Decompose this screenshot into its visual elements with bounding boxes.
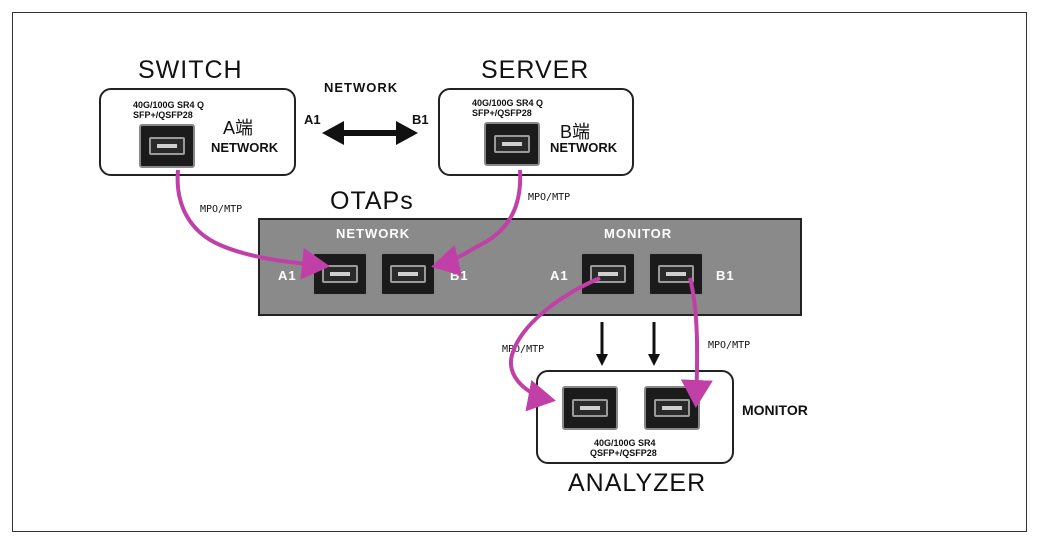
server-port-label: B端 (560, 122, 591, 142)
switch-spec-line2: SFP+/QSFP28 (133, 110, 193, 120)
otaps-title: OTAPs (330, 187, 414, 215)
cable-label-right-bottom: MPO/MTP (708, 340, 751, 351)
analyzer-port-a (562, 386, 618, 430)
diagram-frame (12, 12, 1027, 532)
link-right-end: B1 (412, 112, 429, 127)
switch-spec-line1: 40G/100G SR4 Q (133, 100, 205, 110)
switch-port-label: A端 (223, 118, 254, 138)
switch-role: NETWORK (211, 140, 279, 155)
otap-monitor-section: MONITOR (604, 226, 673, 241)
fiber-server-to-otap-b1 (431, 169, 523, 277)
switch-device: 40G/100G SR4 Q SFP+/QSFP28 A端 NETWORK (99, 88, 296, 176)
fiber-mon-b1-to-analyzer (680, 277, 713, 408)
down-arrow-right (648, 322, 660, 366)
analyzer-side-label: MONITOR (742, 402, 808, 418)
otap-network-section: NETWORK (336, 226, 411, 241)
cable-label-left-bottom: MPO/MTP (502, 344, 545, 355)
otap-mon-a-label: A1 (550, 268, 569, 283)
analyzer-spec-line2: QSFP+/QSFP28 (590, 448, 657, 458)
server-spec-line2: SFP+/QSFP28 (472, 108, 532, 118)
server-role: NETWORK (550, 140, 618, 155)
fiber-switch-to-otap-a1 (175, 169, 330, 280)
otap-net-b-port (380, 252, 436, 296)
down-arrow-left (596, 322, 608, 366)
switch-port (139, 124, 195, 168)
link-left-end: A1 (304, 112, 321, 127)
switch-title: SWITCH (138, 56, 243, 84)
cable-label-right-top: MPO/MTP (528, 192, 571, 203)
analyzer-title: ANALYZER (568, 469, 707, 497)
otap-net-a-label: A1 (278, 268, 297, 283)
analyzer-spec-line1: 40G/100G SR4 (594, 438, 656, 448)
otap-device: NETWORK MONITOR A1 B1 A1 B1 (258, 218, 802, 316)
server-port (484, 122, 540, 166)
otap-mon-b-label: B1 (716, 268, 735, 283)
fiber-mon-a1-to-analyzer (508, 276, 601, 412)
otap-mon-b-port (648, 252, 704, 296)
server-spec-line1: 40G/100G SR4 Q (472, 98, 544, 108)
network-double-arrow (322, 121, 418, 145)
link-label: NETWORK (324, 80, 399, 95)
server-title: SERVER (481, 56, 590, 84)
server-device: 40G/100G SR4 Q SFP+/QSFP28 B端 NETWORK (438, 88, 634, 176)
cable-label-left-top: MPO/MTP (200, 204, 243, 215)
